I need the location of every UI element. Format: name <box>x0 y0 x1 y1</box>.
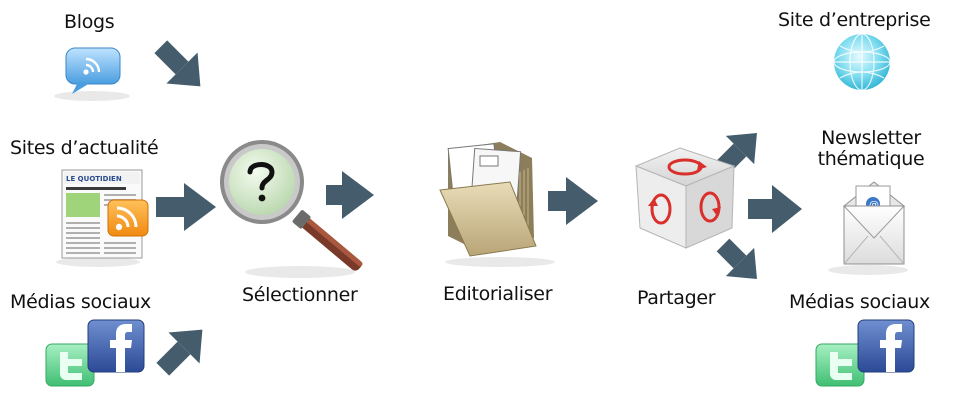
twitter-icon <box>46 344 94 386</box>
arrow-share-right <box>748 185 802 233</box>
label-newsletter: Newsletter thématique <box>806 128 936 170</box>
arrow-editorialize <box>548 177 598 225</box>
newspaper-masthead: LE QUOTIDIEN <box>66 175 122 183</box>
arrow-blogs <box>145 31 216 102</box>
share-cube-icon <box>636 148 734 248</box>
rss-icon <box>108 200 148 236</box>
arrow-social <box>147 314 218 385</box>
label-social-media-destination: Médias sociaux <box>789 292 930 313</box>
label-select: Sélectionner <box>242 285 358 306</box>
label-news-sites: Sites d’actualité <box>10 138 158 159</box>
speech-bubble-icon <box>66 48 120 94</box>
twitter-icon-right <box>816 344 864 386</box>
label-blogs: Blogs <box>64 12 114 33</box>
folder-icon <box>440 142 536 256</box>
label-editorialize: Editorialiser <box>443 284 552 305</box>
label-share: Partager <box>637 288 715 309</box>
label-company-site: Site d’entreprise <box>778 10 931 31</box>
label-social-media-source: Médias sociaux <box>10 292 151 313</box>
arrow-news <box>156 183 216 231</box>
facebook-icon <box>88 320 144 372</box>
arrow-select <box>326 171 374 219</box>
globe-icon <box>834 34 890 90</box>
envelope-icon: @ <box>844 182 904 264</box>
facebook-icon-right <box>858 320 914 372</box>
arrow-share-down <box>709 231 771 293</box>
